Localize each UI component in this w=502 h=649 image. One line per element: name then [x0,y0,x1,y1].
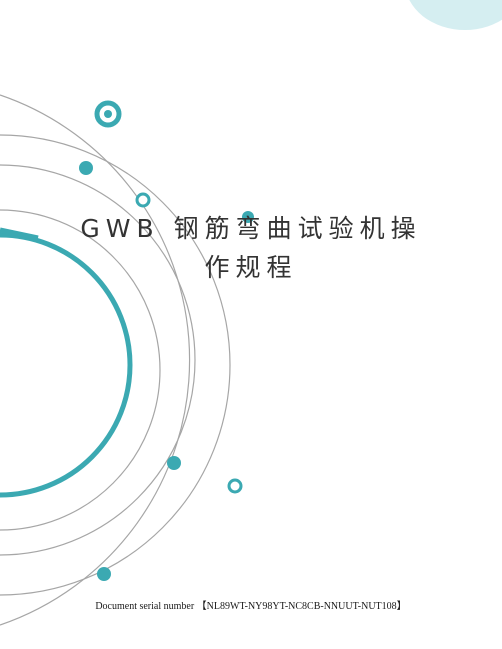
solid-dot-2 [242,211,254,223]
ring-dot-2 [135,192,151,208]
document-serial-number: Document serial number 【NL89WT-NY98YT-NC… [0,597,502,612]
solid-dot-3 [167,456,181,470]
orbit-arc-4 [0,209,161,531]
document-title-line-1: GWB 钢筋弯曲试验机操 [80,214,422,243]
serial-label: Document serial number [95,601,195,612]
teal-arc-segment [0,227,39,241]
corner-accent-shape [409,0,502,30]
solid-dot-1 [79,161,93,175]
document-title-line-2: 作规程 [204,253,298,282]
ring-dot-3 [227,478,243,494]
orbit-arc-outer [0,94,191,626]
serial-value: 【NL89WT-NY98YT-NC8CB-NNUUT-NUT108】 [196,601,407,612]
solid-dot-4 [97,567,111,581]
teal-inner-arc [0,232,133,498]
ring-dot-top-inner [104,110,112,118]
orbit-arc-3 [0,164,196,556]
